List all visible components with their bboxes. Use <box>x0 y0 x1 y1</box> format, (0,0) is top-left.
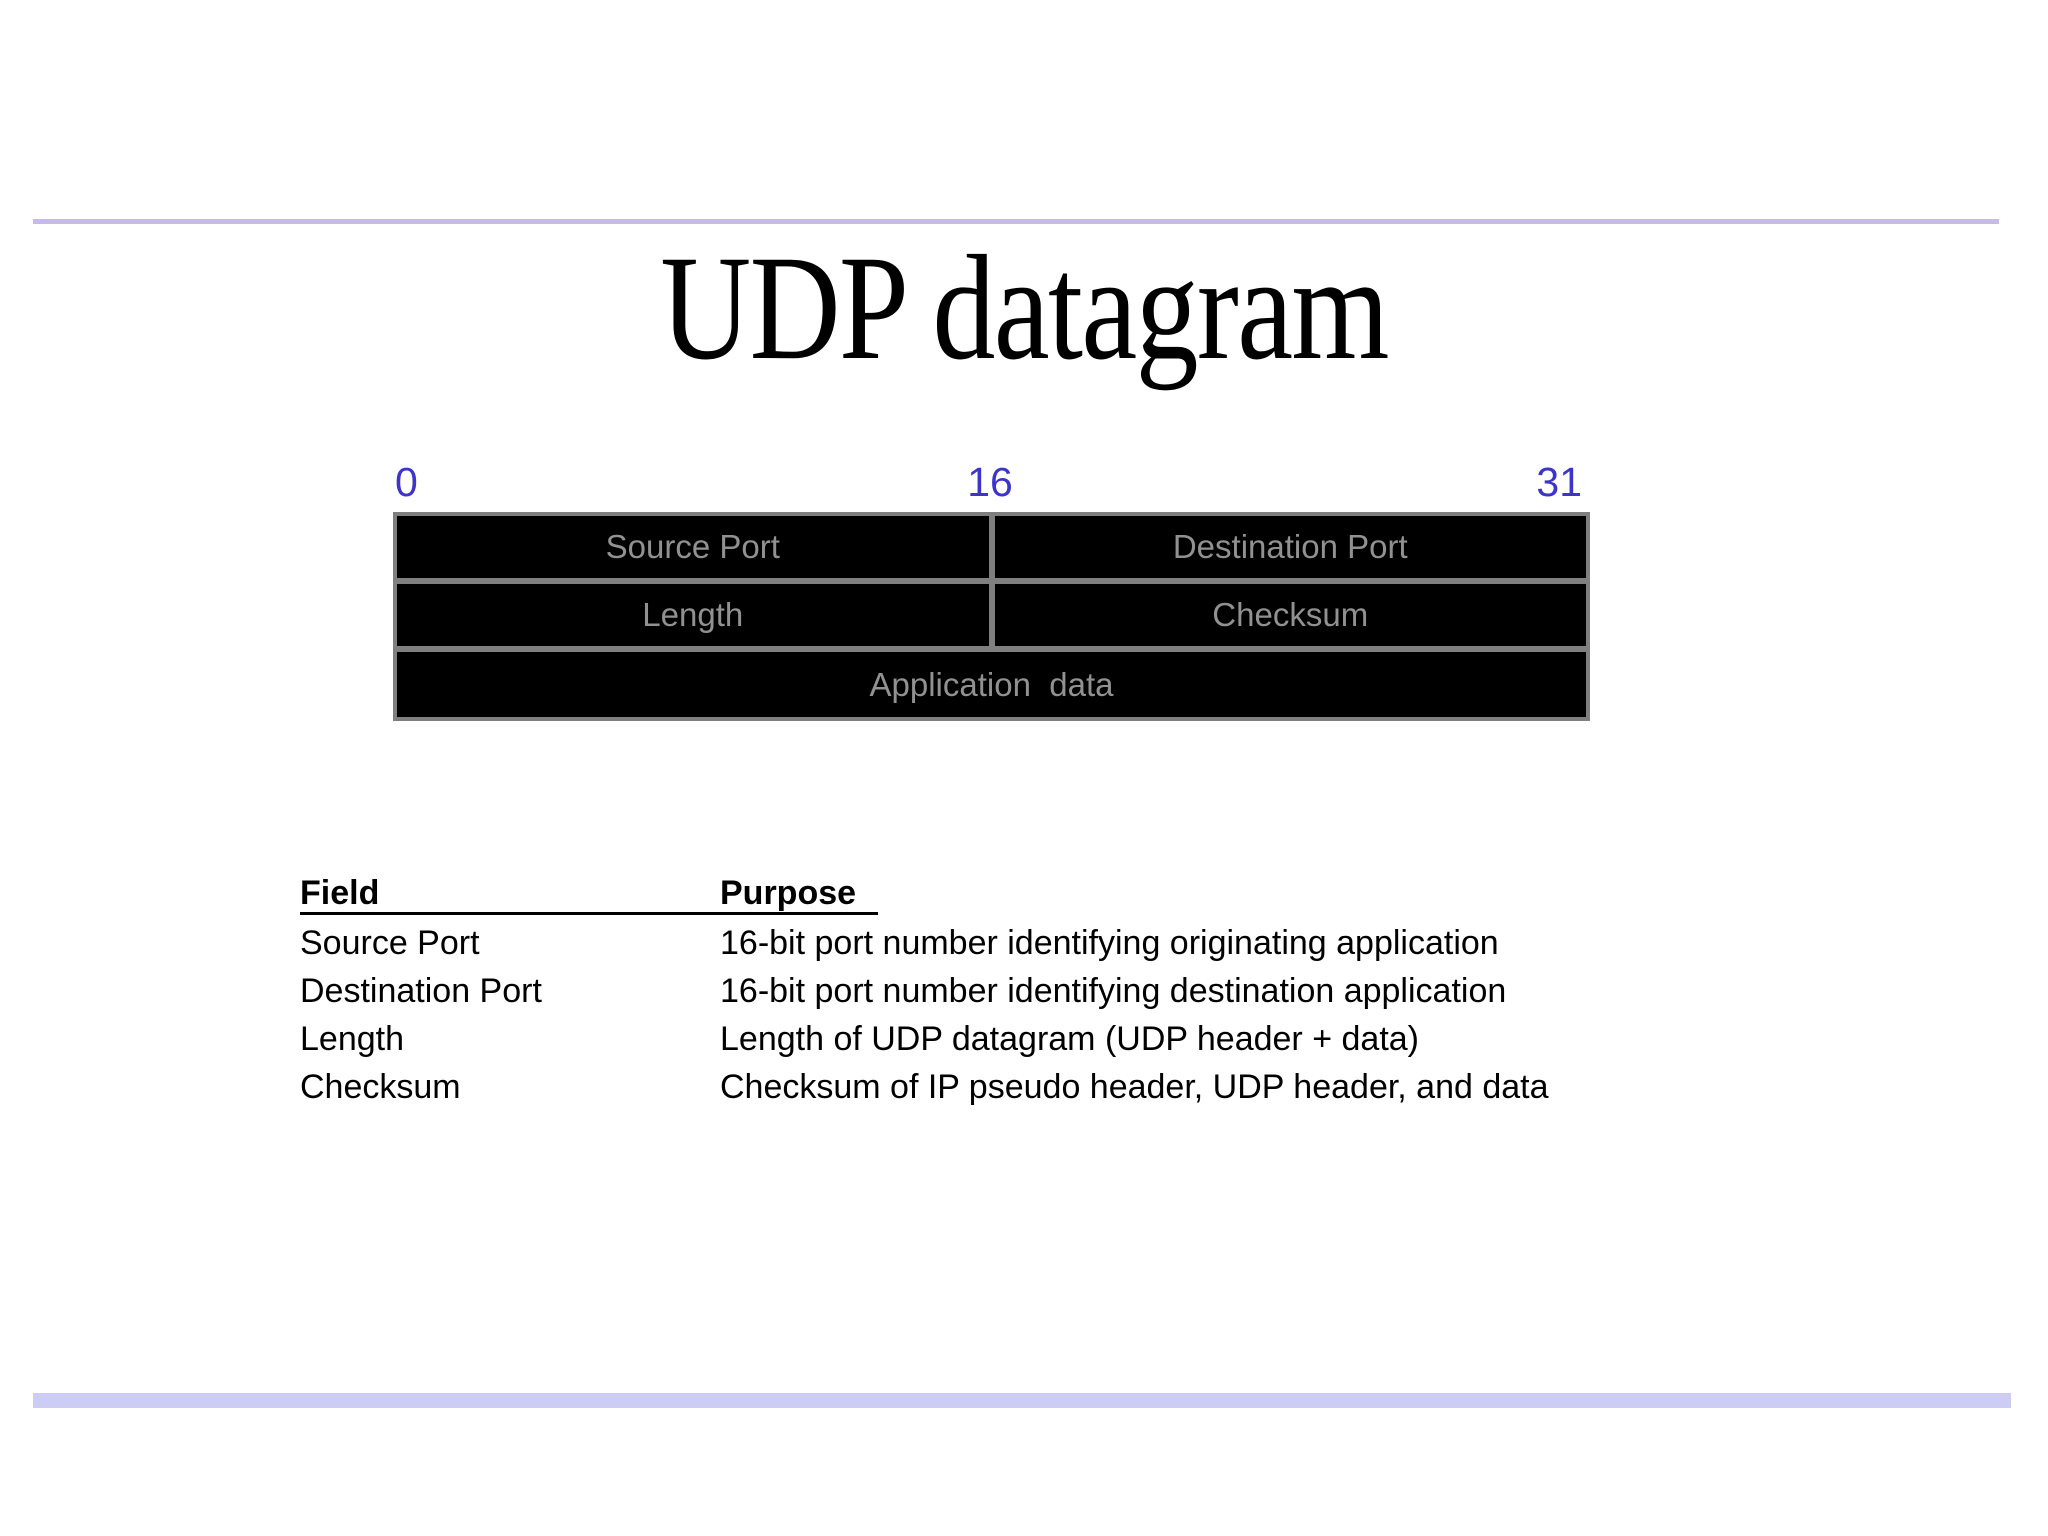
bit-label-0: 0 <box>395 459 418 505</box>
purpose-cell: Checksum of IP pseudo header, UDP header… <box>720 1068 1549 1106</box>
diagram-cell-destination-port: Destination Port <box>994 516 1586 578</box>
field-cell: Checksum <box>300 1068 461 1106</box>
table-row: Checksum Checksum of IP pseudo header, U… <box>300 1063 1549 1111</box>
top-divider-line <box>33 219 1999 224</box>
diagram-cell-length: Length <box>397 584 989 646</box>
table-header-row: Field Purpose <box>300 874 878 915</box>
table-row: Source Port 16-bit port number identifyi… <box>300 919 1549 967</box>
field-cell: Length <box>300 1020 404 1058</box>
udp-datagram-diagram: Source Port Destination Port Length Chec… <box>393 512 1590 721</box>
page-title: UDP datagram <box>660 225 1389 391</box>
field-purpose-table: Field Purpose Source Port 16-bit port nu… <box>300 874 1549 1111</box>
diagram-cell-source-port: Source Port <box>397 516 989 578</box>
purpose-cell: 16-bit port number identifying destinati… <box>720 972 1507 1010</box>
field-cell: Destination Port <box>300 972 542 1010</box>
purpose-cell: Length of UDP datagram (UDP header + dat… <box>720 1020 1419 1058</box>
diagram-cell-application-data: Application data <box>397 652 1586 717</box>
bottom-accent-bar <box>33 1393 2011 1408</box>
column-header-purpose: Purpose <box>720 874 857 912</box>
table-row: Destination Port 16-bit port number iden… <box>300 967 1549 1015</box>
bit-label-16: 16 <box>967 459 1013 505</box>
bit-label-31: 31 <box>1536 459 1582 505</box>
column-header-field: Field <box>300 874 380 912</box>
purpose-cell: 16-bit port number identifying originati… <box>720 924 1499 962</box>
field-cell: Source Port <box>300 924 480 962</box>
table-row: Length Length of UDP datagram (UDP heade… <box>300 1015 1549 1063</box>
diagram-cell-checksum: Checksum <box>994 584 1586 646</box>
